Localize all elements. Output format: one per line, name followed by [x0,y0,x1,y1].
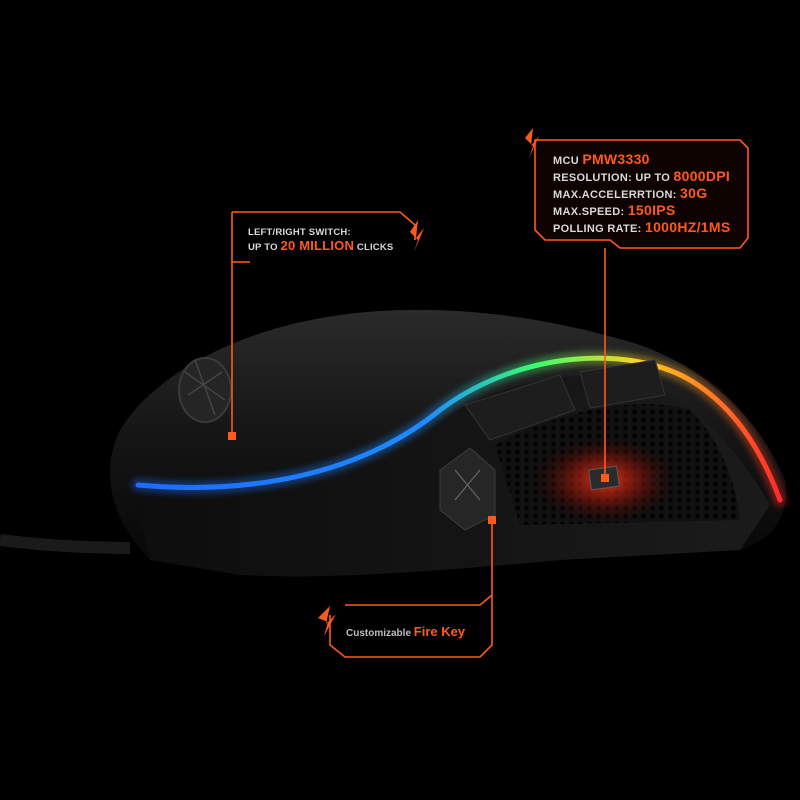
fire-key-callout-text: Customizable Fire Key [346,624,465,639]
spec-row-polling: POLLING RATE: 1000HZ/1MS [553,219,731,236]
fire-key-label: Customizable [346,628,412,639]
fire-key-callout [329,522,493,658]
spec-row-acceleration: MAX.ACCELERRTION: 30G [553,185,708,202]
fire-key-callout-dot [488,516,496,524]
side-button-back [579,359,666,409]
switch-callout-text: LEFT/RIGHT SWITCH: UP TO 20 MILLION CLIC… [248,226,393,254]
switch-callout-arrow-icon [410,220,424,252]
spec-callout-arrow-icon [525,128,539,158]
side-button-front [464,374,576,441]
switch-line2: UP TO 20 MILLION CLICKS [248,238,394,253]
fire-key [439,447,496,531]
spec-row-mcu: MCU PMW3330 [553,151,650,168]
spec-row-resolution: RESOLUTION: UP TO 8000DPI [553,168,731,185]
spec-callout-dot [601,474,609,482]
scroll-wheel [178,357,232,423]
mouse-cable [0,534,131,554]
switch-callout-dot [228,432,236,440]
fire-key-highlight: Fire Key [413,624,466,639]
fire-key-callout-arrow-icon [318,606,336,636]
spec-callout-frame [534,139,749,249]
spec-callout-text: MCU PMW3330 RESOLUTION: UP TO 8000DPI MA… [553,152,730,237]
switch-line1: LEFT/RIGHT SWITCH: [248,227,351,238]
spec-row-speed: MAX.SPEED: 150IPS [553,202,676,219]
